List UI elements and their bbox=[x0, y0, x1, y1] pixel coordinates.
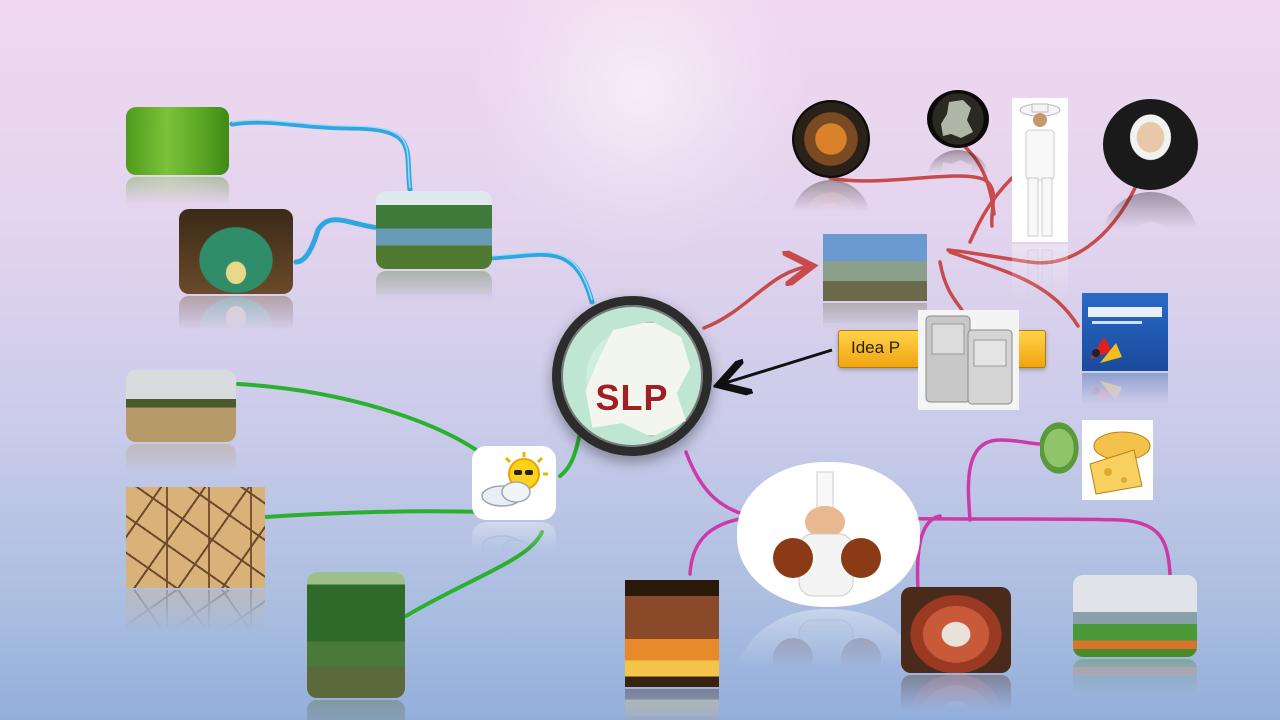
link-map bbox=[960, 142, 996, 216]
market-vendor-image[interactable] bbox=[1073, 575, 1197, 657]
cervantino-poster-art bbox=[1088, 307, 1162, 363]
idea-callout-label: Idea P bbox=[851, 338, 901, 357]
chef-image[interactable] bbox=[737, 462, 920, 607]
link-savanna bbox=[236, 382, 492, 462]
weather-sun-cloud-icon[interactable] bbox=[472, 446, 556, 520]
link-food-main bbox=[848, 516, 1172, 576]
feather-headdress-image[interactable] bbox=[179, 209, 293, 294]
chef-figure-art bbox=[773, 471, 881, 597]
coin-emblem-image[interactable] bbox=[792, 100, 870, 178]
link-center-weather bbox=[558, 430, 582, 478]
grass-image[interactable] bbox=[126, 107, 229, 175]
link-cheese bbox=[966, 438, 1042, 522]
cheese-wedge-art bbox=[1089, 431, 1151, 495]
link-river bbox=[487, 251, 595, 305]
sun-cloud-icon bbox=[481, 452, 548, 507]
link-headdress bbox=[293, 217, 383, 265]
culture-branch bbox=[702, 142, 1138, 330]
link-cracked bbox=[264, 509, 484, 519]
central-node-slp-map[interactable]: SLP bbox=[552, 296, 712, 456]
nopal-cactus-image[interactable] bbox=[1040, 418, 1082, 478]
cracked-earth-image[interactable] bbox=[126, 487, 265, 588]
link-forest bbox=[404, 530, 544, 618]
link-coin bbox=[828, 174, 996, 228]
link-priest bbox=[946, 184, 1138, 265]
climate-branch bbox=[236, 382, 582, 618]
link-silver bbox=[938, 260, 964, 312]
silver-bars-image[interactable] bbox=[918, 310, 1019, 410]
link-soldiers bbox=[702, 266, 812, 330]
enchiladas-dish-image[interactable] bbox=[901, 587, 1011, 673]
idea-pointer-arrow bbox=[722, 348, 833, 384]
hidalgo-portrait-image[interactable] bbox=[1103, 99, 1198, 190]
link-cervantino bbox=[948, 250, 1080, 328]
link-dish bbox=[915, 514, 942, 592]
dark-map-icon[interactable] bbox=[927, 90, 989, 148]
savanna-image[interactable] bbox=[126, 370, 236, 442]
cervantino-poster-image[interactable] bbox=[1082, 293, 1168, 371]
forest-image[interactable] bbox=[307, 572, 405, 698]
charro-costume-image[interactable] bbox=[1012, 98, 1068, 242]
link-grass bbox=[229, 119, 413, 193]
roasting-goat-image[interactable] bbox=[625, 580, 719, 687]
state-outline-icon bbox=[941, 100, 973, 138]
river-landscape-image[interactable] bbox=[376, 191, 492, 269]
link-charro bbox=[968, 176, 1014, 244]
silver-bars-art bbox=[925, 315, 1013, 405]
cheese-image[interactable] bbox=[1082, 420, 1153, 500]
soldiers-fence-image[interactable] bbox=[823, 234, 927, 301]
central-node-title: SLP bbox=[595, 377, 669, 418]
charro-figure-icon bbox=[1019, 103, 1061, 237]
